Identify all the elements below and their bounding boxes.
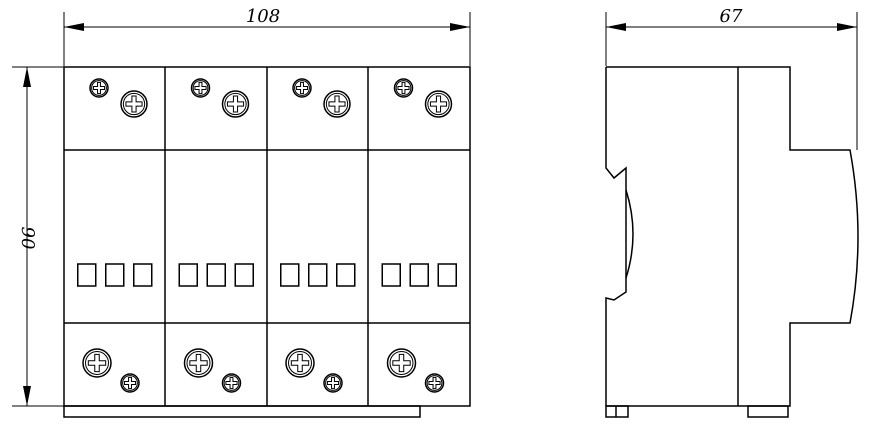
arrowhead-right: [450, 23, 470, 31]
screw-large-icon: [386, 348, 417, 378]
screw-small-icon: [424, 373, 445, 393]
screw-small-icon: [89, 78, 109, 98]
indicator-window: [105, 263, 125, 287]
screw-large-icon: [120, 90, 148, 118]
screw-small-icon: [221, 373, 242, 393]
indicator-window: [437, 263, 457, 287]
screw-large-icon: [323, 90, 351, 118]
indicator-window: [336, 263, 356, 287]
screw-large-icon: [221, 90, 250, 118]
dimension-height-front: 90: [12, 66, 64, 407]
side-view: [605, 66, 859, 418]
dimension-width-front: 108: [63, 6, 471, 66]
depth-side-label: 67: [720, 6, 743, 27]
arrowhead-left: [606, 23, 626, 31]
indicator-window: [178, 263, 198, 287]
screw-large-icon: [424, 90, 453, 118]
screw-large-icon: [285, 348, 315, 378]
arrowhead-right: [837, 23, 857, 31]
indicator-window: [308, 263, 328, 287]
arrowhead-top: [23, 67, 31, 87]
indicator-window: [206, 263, 226, 287]
indicator-window: [77, 263, 97, 287]
indicator-window: [381, 263, 401, 287]
screw-small-icon: [323, 373, 343, 393]
screw-large-icon: [183, 348, 214, 378]
screw-small-icon: [190, 78, 211, 98]
arrowhead-bottom: [23, 386, 31, 406]
screw-small-icon: [120, 373, 140, 393]
screw-large-icon: [82, 348, 112, 378]
width-front-label: 108: [246, 6, 280, 27]
indicator-window: [234, 263, 254, 287]
indicator-window: [280, 263, 300, 287]
indicator-window: [133, 263, 153, 287]
height-front-label: 90: [17, 227, 38, 250]
front-view: [63, 66, 471, 418]
screw-small-icon: [393, 78, 414, 98]
dimension-depth-side: 67: [605, 6, 858, 150]
screw-small-icon: [292, 78, 312, 98]
indicator-window: [409, 263, 429, 287]
arrowhead-left: [64, 23, 84, 31]
